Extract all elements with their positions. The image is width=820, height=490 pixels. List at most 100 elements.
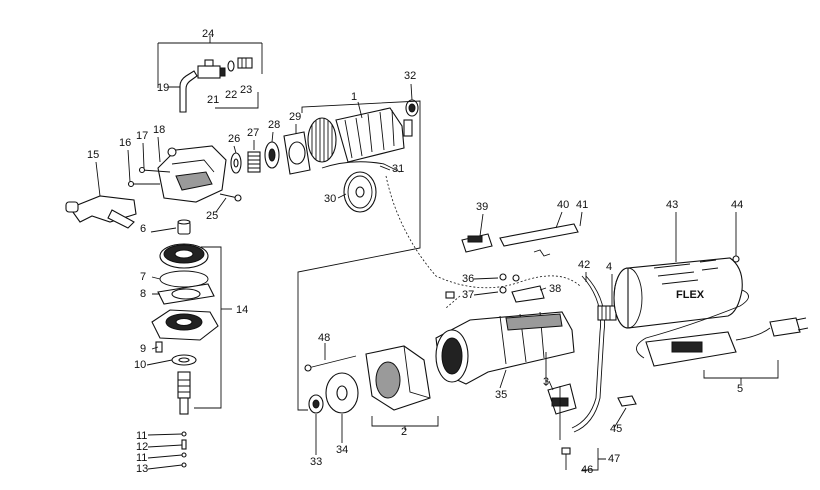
part-33-fan <box>308 394 324 414</box>
part-46-screw <box>561 447 571 470</box>
callout-41: 41 <box>576 199 588 211</box>
leader-lines <box>95 83 737 470</box>
part-2-stator <box>365 345 439 430</box>
part-1-armature <box>307 107 413 163</box>
parts-11-13-pins <box>181 431 187 468</box>
part-39-switch-button <box>461 233 493 253</box>
spindle <box>177 371 191 415</box>
callout-29: 29 <box>289 111 301 123</box>
part-21-valve <box>197 59 226 79</box>
part-6-bushing <box>177 219 191 235</box>
part-3-capacitor <box>545 352 577 440</box>
callout-22: 22 <box>225 89 237 101</box>
callout-40: 40 <box>557 199 569 211</box>
part-27-pinion <box>247 151 261 173</box>
callout-19: 19 <box>157 82 169 94</box>
group-14-bracket <box>194 246 232 409</box>
callout-21: 21 <box>207 94 219 106</box>
part-5-power-cord <box>636 289 809 384</box>
switch-small-parts <box>445 291 455 299</box>
callout-10: 10 <box>134 359 146 371</box>
part-28-bearing <box>264 141 280 169</box>
callout-38: 38 <box>549 283 561 295</box>
callout-37: 37 <box>462 289 474 301</box>
group-24-bracket <box>157 36 263 109</box>
callout-8: 8 <box>140 288 146 300</box>
part-42-cable-sleeve <box>571 275 606 433</box>
callout-5: 5 <box>737 383 743 395</box>
callout-30: 30 <box>324 193 336 205</box>
part-38-terminal <box>511 285 545 303</box>
callout-2: 2 <box>401 426 407 438</box>
part-35-motor-housing <box>435 311 575 385</box>
part-45-clamp <box>617 395 637 407</box>
callout-48: 48 <box>318 332 330 344</box>
part-16-screw <box>127 180 160 188</box>
callout-14: 14 <box>236 304 248 316</box>
callout-4: 4 <box>606 261 612 273</box>
callout-46: 46 <box>581 464 593 476</box>
callout-12: 12 <box>136 441 148 453</box>
part-19-elbow-fitting <box>179 70 198 113</box>
callout-45: 45 <box>610 423 622 435</box>
part-9-screw <box>155 341 163 353</box>
part-14-bevel-gear <box>159 243 209 269</box>
callout-25: 25 <box>206 210 218 222</box>
wire-path <box>385 175 581 309</box>
callout-11a: 11 <box>136 430 147 442</box>
part-43-motor-cover <box>613 257 743 329</box>
part-10-washer <box>171 354 197 366</box>
callout-33: 33 <box>310 456 322 468</box>
callout-16: 16 <box>119 137 131 149</box>
callout-34: 34 <box>336 444 348 456</box>
part-31-cable <box>321 161 401 173</box>
callout-42: 42 <box>578 259 590 271</box>
part-34-washer <box>325 372 359 414</box>
part-25-screw <box>219 193 242 202</box>
callout-39: 39 <box>476 201 488 213</box>
callout-7: 7 <box>140 271 146 283</box>
callout-27: 27 <box>247 127 259 139</box>
part-30-gear <box>343 171 377 213</box>
part-17-screw <box>138 166 171 174</box>
part-41-spring <box>533 249 551 257</box>
armature-bracket <box>297 100 421 411</box>
callout-44: 44 <box>731 199 743 211</box>
callout-17: 17 <box>136 130 148 142</box>
callout-28: 28 <box>268 119 280 131</box>
callout-32: 32 <box>404 70 416 82</box>
parts-36-37-screws <box>499 273 520 294</box>
callout-15: 15 <box>87 149 99 161</box>
part-15-lever <box>65 195 137 229</box>
callout-3: 3 <box>543 376 549 388</box>
part-4-strain-relief <box>597 305 617 321</box>
callout-43: 43 <box>666 199 678 211</box>
part-48-screw <box>304 355 357 372</box>
callout-13: 13 <box>136 463 148 475</box>
part-26-washer <box>230 152 242 174</box>
part-18-gear-head-housing <box>157 145 227 203</box>
group-47-bracket <box>582 448 606 471</box>
callout-18: 18 <box>153 124 165 136</box>
callout-47: 47 <box>608 453 620 465</box>
part-29-bearing-plate <box>283 131 311 175</box>
callout-31: 31 <box>392 163 404 175</box>
part-40-slide-bar <box>499 223 579 247</box>
callout-23: 23 <box>240 84 252 96</box>
callout-6: 6 <box>140 223 146 235</box>
callout-labels: 1 2 3 4 5 6 7 8 9 10 11 12 11 13 14 15 1… <box>87 28 743 476</box>
flex-logo: FLEX <box>676 289 705 301</box>
callout-35: 35 <box>495 389 507 401</box>
part-44-screw <box>732 250 740 263</box>
callout-11b: 11 <box>136 452 147 464</box>
callout-9: 9 <box>140 343 146 355</box>
part-32-bearing <box>405 99 419 117</box>
part-8-gasket <box>157 283 215 305</box>
callout-1: 1 <box>351 91 357 103</box>
callout-36: 36 <box>462 273 474 285</box>
part-23-nozzle <box>237 57 253 69</box>
callout-24: 24 <box>202 28 214 40</box>
bearing-flange <box>151 309 219 341</box>
